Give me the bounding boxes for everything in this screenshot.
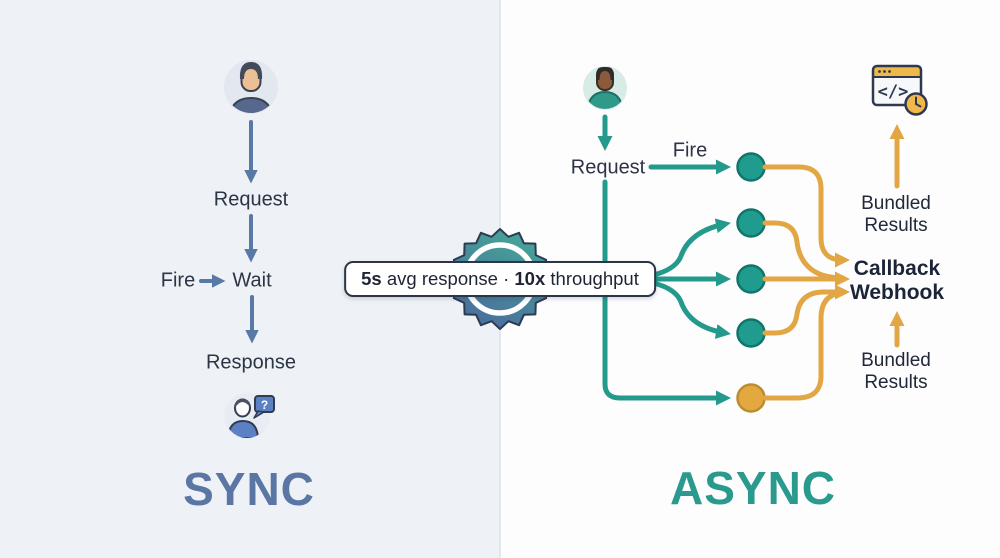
question-mark-glyph: ? [261, 398, 268, 412]
user-avatar-sync-icon [224, 60, 278, 114]
bundled-results-bottom-label: Bundled Results [861, 350, 931, 393]
bundled-results-top-label: Bundled Results [861, 193, 931, 236]
task-node-5-pending [736, 383, 766, 413]
user-avatar-async-icon [583, 66, 627, 110]
task-node-3 [736, 264, 766, 294]
sync-flow-arrows [199, 120, 259, 344]
clock-icon [904, 92, 928, 116]
stats-badge-pill: 5s avg response · 10x throughput [344, 261, 656, 297]
async-title: ASYNC [669, 462, 837, 514]
browser-code-clock-icon: </> [871, 64, 928, 116]
callback-webhook-label: Callback Webhook [849, 256, 945, 304]
sync-request-label: Request [213, 188, 289, 211]
stat-response-label: avg response · [381, 268, 515, 289]
task-node-2 [736, 208, 766, 238]
sync-title: SYNC [183, 463, 315, 515]
async-fire-label: Fire [672, 139, 708, 162]
stat-throughput-label: throughput [545, 268, 639, 289]
async-request-label: Request [570, 156, 646, 179]
task-node-1 [736, 152, 766, 182]
code-glyph: </> [878, 82, 909, 102]
stat-response-value: 5s [361, 268, 382, 289]
question-bubble-icon: ? [253, 395, 275, 419]
task-node-4 [736, 318, 766, 348]
stat-throughput-value: 10x [514, 268, 546, 289]
sync-fire-label: Fire [160, 269, 196, 292]
sync-response-label: Response [205, 351, 297, 374]
task-nodes [736, 152, 766, 413]
sync-wait-label: Wait [232, 269, 272, 292]
user-question-icon: ? [224, 393, 275, 439]
result-connectors [762, 124, 905, 401]
